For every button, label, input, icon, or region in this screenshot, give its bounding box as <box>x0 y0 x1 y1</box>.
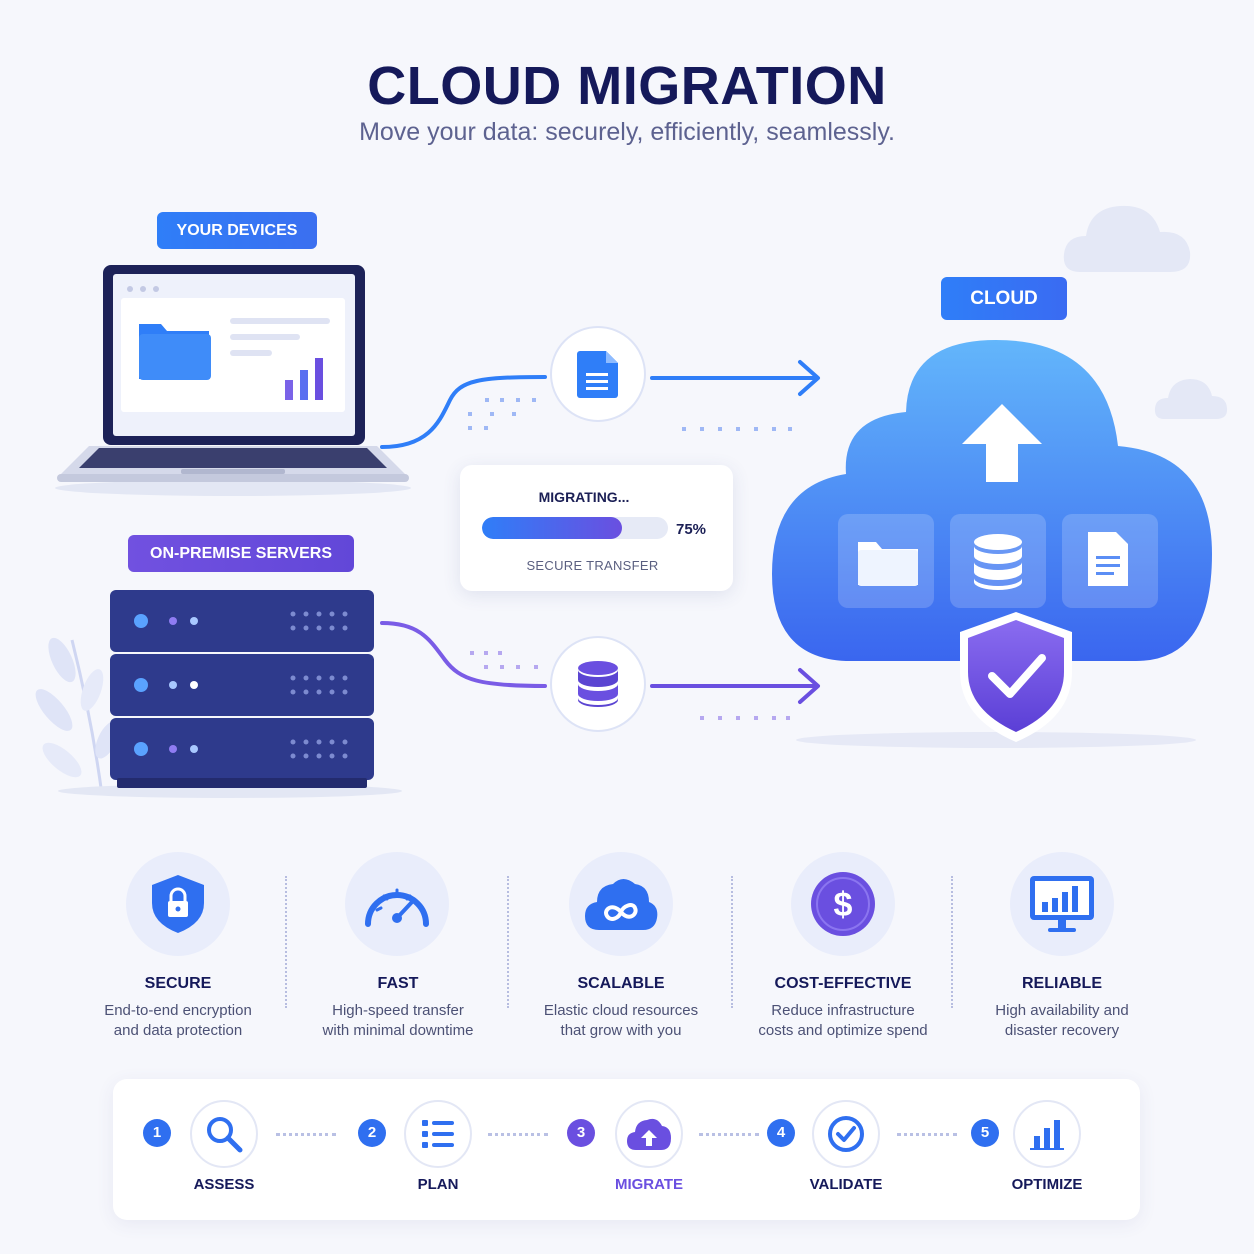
page-title: CLOUD MIGRATION <box>367 56 887 116</box>
step-label: ASSESS <box>193 1176 255 1193</box>
cloud-upload-icon <box>615 1100 683 1168</box>
monitor-chart-icon <box>1010 852 1114 956</box>
benefit-description: End-to-end encryption <box>104 1002 252 1019</box>
svg-text:$: $ <box>834 886 853 924</box>
benefit-description: High availability and <box>995 1002 1129 1019</box>
benefit-divider <box>731 876 733 1008</box>
plant-decoration-icon <box>35 637 119 796</box>
step-number: 5 <box>971 1119 999 1147</box>
step-label: OPTIMIZE <box>1011 1176 1083 1193</box>
page-subtitle: Move your data: securely, efficiently, s… <box>359 118 895 146</box>
cloud-infinity-icon <box>569 852 673 956</box>
laptop-icon <box>55 265 411 496</box>
migration-flow-lines <box>380 360 820 720</box>
on-premise-servers-label: ON-PREMISE SERVERS <box>128 535 354 572</box>
benefit-divider <box>285 876 287 1008</box>
upload-arrow-icon <box>962 404 1042 482</box>
benefit-description: that grow with you <box>560 1022 682 1039</box>
benefit-description: Reduce infrastructure <box>771 1002 915 1019</box>
document-icon <box>577 351 618 398</box>
speedometer-icon <box>345 852 449 956</box>
server-rack-icon <box>58 590 402 798</box>
step-number: 1 <box>143 1119 171 1147</box>
step-label-active: MIGRATE <box>614 1176 684 1193</box>
benefit-description: and data protection <box>113 1022 243 1039</box>
step-label: VALIDATE <box>809 1176 883 1193</box>
step-label: PLAN <box>417 1176 459 1193</box>
benefit-description: disaster recovery <box>1004 1022 1120 1039</box>
progress-bar <box>482 517 668 539</box>
benefit-description: costs and optimize spend <box>758 1022 928 1039</box>
cloud-destination-icon <box>772 340 1212 748</box>
benefit-description: Elastic cloud resources <box>543 1002 699 1019</box>
shield-lock-icon <box>126 852 230 956</box>
database-icon <box>578 661 618 707</box>
document-transfer-node <box>550 326 646 422</box>
dollar-coin-icon: $ <box>791 852 895 956</box>
cloud-label: CLOUD <box>941 277 1067 320</box>
your-devices-label: YOUR DEVICES <box>157 212 317 249</box>
database-transfer-node <box>550 636 646 732</box>
benefit-title: COST-EFFECTIVE <box>774 975 912 992</box>
secure-transfer-caption: SECURE TRANSFER <box>526 558 659 573</box>
step-connector <box>276 1133 336 1136</box>
step-number: 3 <box>567 1119 595 1147</box>
benefit-divider <box>951 876 953 1008</box>
step-connector <box>897 1133 957 1136</box>
background-cloud-icon <box>1063 205 1191 272</box>
check-circle-icon <box>812 1100 880 1168</box>
step-connector <box>699 1133 759 1136</box>
benefit-description: with minimal downtime <box>322 1022 474 1039</box>
benefit-divider <box>507 876 509 1008</box>
checklist-icon <box>404 1100 472 1168</box>
background-cloud-small-icon <box>1154 379 1228 419</box>
migration-status-text: MIGRATING... <box>538 489 630 505</box>
bar-chart-icon <box>1013 1100 1081 1168</box>
benefit-title: RELIABLE <box>1022 975 1102 992</box>
benefit-title: FAST <box>377 975 419 992</box>
step-number: 2 <box>358 1119 386 1147</box>
benefit-title: SCALABLE <box>577 975 665 992</box>
benefit-title: SECURE <box>144 975 212 992</box>
progress-bar-fill <box>482 517 622 539</box>
magnifier-icon <box>190 1100 258 1168</box>
step-number: 4 <box>767 1119 795 1147</box>
progress-percent: 75% <box>676 521 707 538</box>
step-connector <box>488 1133 548 1136</box>
benefit-description: High-speed transfer <box>332 1002 464 1019</box>
migration-progress-card: MIGRATING... 75% SECURE TRANSFER <box>460 465 733 591</box>
